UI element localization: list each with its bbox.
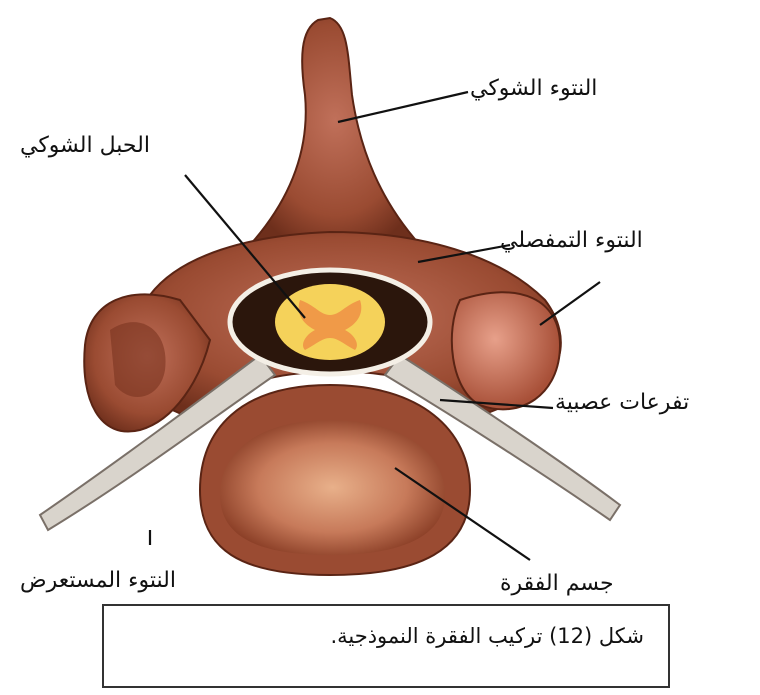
label-spinous-process: النتوء الشوكي	[470, 78, 597, 100]
spinous-process-shape	[250, 18, 420, 245]
caption-box: شكل (12) تركيب الفقرة النموذجية.	[102, 604, 670, 688]
figure-caption: شكل (12) تركيب الفقرة النموذجية.	[330, 624, 644, 648]
label-vertebral-body: جسم الفقرة	[500, 573, 614, 595]
right-articular-process-shape	[452, 292, 560, 409]
label-articular-process: النتوء التمفصلي	[500, 230, 643, 252]
label-nerve-branches: تفرعات عصبية	[555, 392, 689, 414]
label-transverse-process: النتوء المستعرض	[20, 570, 176, 592]
label-spinal-cord: الحبل الشوكي	[20, 135, 150, 157]
